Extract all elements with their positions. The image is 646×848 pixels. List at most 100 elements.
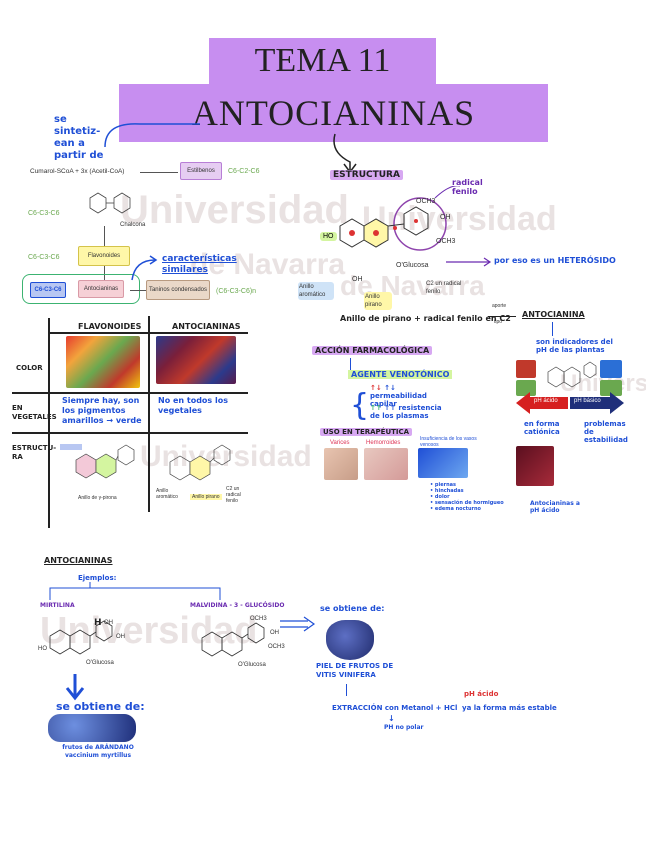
ph-acid-label: pH ácido [534, 398, 558, 404]
anillo-gamma-label: Anillo de γ-pirona [78, 495, 117, 501]
oh-right: OH [440, 214, 451, 221]
vegetables-photo [66, 336, 140, 388]
c6c2c6-label: C6-C2-C6 [228, 168, 260, 175]
mirtilina-down-arrow [65, 674, 85, 701]
chalcona-label: Chalcona [120, 222, 146, 228]
ph-no-polar: PH no polar [384, 724, 424, 731]
malvidina-oh: OH [270, 630, 279, 636]
uso-terapeutica-label: USO EN TERAPÉUTICA [320, 428, 413, 436]
ho-badge: HO [320, 232, 337, 241]
resistencia-note: ↑↑ ↑↑ resistencia de los plasmas [370, 404, 442, 420]
table-vline-2 [148, 316, 150, 512]
table-c2-radical: C2 un radical fenilo [226, 486, 241, 504]
watermark-6: Universidad [40, 610, 258, 652]
agente-venotonico: AGENTE VENOTÓNICO [348, 370, 453, 379]
watermark-2: de Navarra [190, 248, 346, 281]
table-col-flav: FLAVONOIDES [78, 322, 142, 331]
veg-flav-text: Siempre hay, son los pigmentos amarillos… [62, 396, 142, 425]
ph-acido-red: pH ácido [464, 690, 499, 698]
malvidina-structure [201, 622, 265, 657]
accion-label: ACCIÓN FARMACOLÓGICA [312, 346, 433, 355]
hemorroides-photo [364, 448, 408, 480]
extraccion-arrow-down [346, 684, 347, 696]
se-obtiene-1: se obtiene de: [56, 700, 145, 713]
row-vegetales: EN VEGETALES [12, 404, 57, 421]
mirtilina-oglucosa: O'Glucosa [86, 660, 114, 666]
synthesis-arrow [104, 123, 200, 148]
anto-ph-acido-note: Antocianinas a pH ácido [530, 500, 580, 514]
c6c3c6-label: C6-C3-C6 [28, 210, 60, 217]
varices-label: Varices [330, 440, 350, 446]
malvidina-och3: OCH3 [250, 616, 267, 622]
tema-title: TEMA 11 [254, 42, 391, 79]
chalcona-structure [89, 192, 131, 214]
table-col-anto: ANTOCIANINAS [172, 322, 241, 331]
c6c3c6-label-2: C6-C3-C6 [28, 254, 60, 261]
forma-estable-note: ya la forma más estable [462, 704, 557, 712]
anthocyanin-structure-thumb [169, 444, 231, 481]
oh-bottom-label: OH [352, 276, 363, 283]
ph-basic-label: pH básico [574, 398, 601, 404]
caracteristicas-note: características similares [162, 254, 237, 275]
malvidina-och3b: OCH3 [268, 644, 285, 650]
insuficiencia-photo [418, 448, 468, 478]
forma-cationica-note: en forma catiónica [524, 420, 560, 436]
precursor-text: Cumarol-SCoA + 3x (Acetil-CoA) [30, 168, 125, 175]
mirtilina-h-mark: H [94, 618, 102, 628]
anthocyanin-main-structure [339, 186, 460, 251]
estilbenos-box: Estilbenos [180, 162, 222, 180]
problemas-estabilidad-note: problemas de estabilidad [584, 420, 628, 444]
flavonoides-box: Flavonoides [78, 246, 130, 266]
arrow-down-1 [104, 226, 105, 246]
permeabilidad-note: ↑↓ ↑↓ permeabilidad capilar [370, 384, 427, 408]
main-title: ANTOCIANINAS [191, 93, 476, 133]
formula-arrow [488, 316, 516, 317]
ph-arrow-down [552, 322, 553, 336]
malvidina-oglucosa: O'Glucosa [238, 662, 266, 668]
hemorroides-label: Hemorroides [366, 440, 401, 446]
plant-photo-4 [600, 380, 622, 396]
ph-basic-arrow [570, 392, 624, 414]
antocianina-label: ANTOCIANINA [522, 310, 585, 319]
malvidina-label: MALVIDINA - 3 - GLUCÓSIDO [190, 602, 285, 609]
estructura-anillo-pirano: Anillo pirano [364, 292, 392, 310]
antocianinas-box-syn: Antocianinas [78, 280, 124, 298]
arrow-taninos [130, 290, 146, 291]
plant-photo-2 [516, 380, 536, 396]
ph-polar-arrow: ↓ [388, 714, 395, 723]
taninos-box: Taninos condensados [146, 280, 210, 300]
mirtilina-ho: HO [38, 646, 47, 652]
heterosido-note: por eso es un HETERÓSIDO [494, 256, 616, 265]
arrow-estilbenos [140, 172, 178, 173]
table-anillo-pirano: Anillo pirano [190, 494, 222, 500]
watermark-5: Universidad [140, 440, 312, 473]
grapes-photo [326, 620, 374, 660]
se-obtiene-2: se obtiene de: [320, 604, 385, 613]
varices-photo [324, 448, 358, 480]
plant-photo-3 [600, 360, 622, 378]
blueberry-photo [48, 714, 136, 742]
ejemplos-branches [49, 582, 221, 600]
arrow-down-2 [104, 266, 105, 280]
mirtilina-structure [49, 620, 113, 655]
veg-anto-text: No en todos los vegetales [158, 396, 228, 415]
tema-title-box: TEMA 11 [209, 38, 436, 84]
formula-arrow-bottom: tipo [494, 319, 503, 325]
heterosido-arrow [446, 257, 492, 267]
wine-photo [516, 446, 554, 486]
title-to-estructura-arrow [333, 133, 357, 174]
green-enclose [22, 274, 140, 304]
sintomas-list: • piernas • hinchadas • dolor • sensació… [430, 482, 504, 512]
frutos-arandano: frutos de ARÁNDANO vaccinium myrtillus [62, 744, 134, 759]
ejemplos-label: Ejemplos: [78, 574, 117, 582]
formula-text: Anillo de pirano + radical fenilo en C2 [340, 314, 511, 323]
malvidina-right-arrow [280, 616, 316, 632]
mirtilina-oh2: OH [116, 634, 125, 640]
estructura-c2-radical: C2 un radical fenilo [426, 281, 462, 295]
flavonoid-structure-thumb [60, 444, 135, 479]
watermark-1: Universidad [120, 188, 349, 232]
mirtilina-label: MIRTILINA [40, 602, 75, 609]
row-estructura: ESTRUCTU- RA [12, 444, 57, 461]
extraccion-text: EXTRACCIÓN con Metanol + HCl [332, 704, 458, 712]
accion-arrow [350, 358, 351, 370]
